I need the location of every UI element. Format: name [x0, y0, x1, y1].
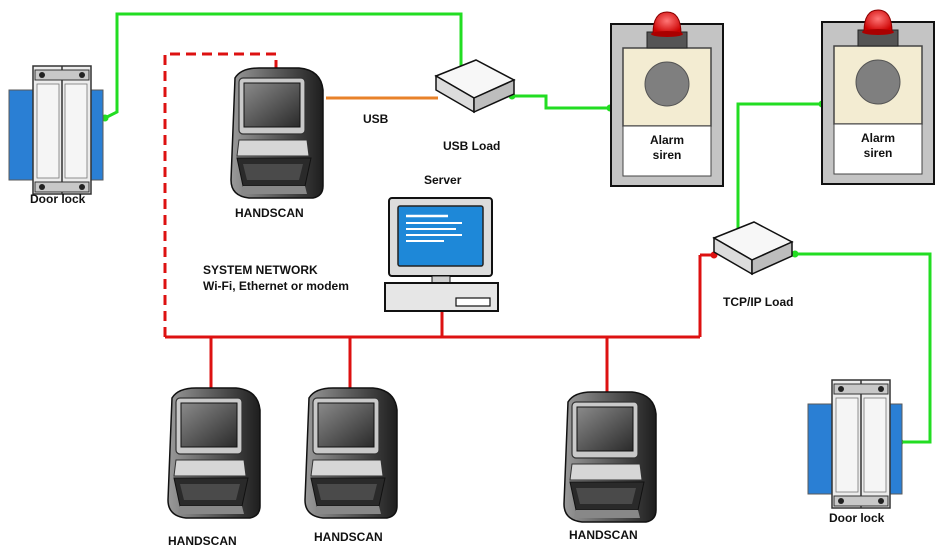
- handscan-top-icon: [230, 67, 324, 199]
- handscan-1-label: HANDSCAN: [168, 534, 237, 548]
- usb-label: USB: [363, 112, 389, 126]
- alarm-siren-2-line1: Alarm: [860, 131, 895, 145]
- handscan-2-label: HANDSCAN: [314, 530, 383, 544]
- network-label-line2: Wi-Fi, Ethernet or modem: [203, 279, 349, 293]
- tcpip-load-icon: [713, 221, 793, 275]
- wire-tcpip-siren: [736, 102, 822, 236]
- alarm-siren-1-line1: Alarm: [649, 133, 684, 147]
- alarm-siren-2-line2: siren: [863, 146, 893, 160]
- wire-doorlock-left: [104, 12, 463, 120]
- tcpip-load-label: TCP/IP Load: [723, 295, 794, 309]
- handscan-3-label: HANDSCAN: [569, 528, 638, 542]
- server-label: Server: [424, 173, 462, 187]
- network-wireless-link: [163, 52, 278, 337]
- handscan-1-icon: [167, 387, 261, 519]
- handscan-2-icon: [304, 387, 398, 519]
- wire-tcpip-doorlock: [795, 252, 932, 444]
- network-wiring: [163, 52, 714, 392]
- door-lock-left-label: Door lock: [30, 192, 86, 206]
- server-icon: [384, 197, 499, 312]
- control-wiring: [104, 12, 932, 444]
- alarm-siren-1-label: Alarm siren: [623, 133, 711, 163]
- alarm-siren-2-label: Alarm siren: [834, 131, 922, 161]
- alarm-siren-1-line2: siren: [652, 148, 682, 162]
- door-lock-right-icon: [807, 379, 903, 509]
- handscan-3-icon: [563, 391, 657, 523]
- wire-node: [791, 250, 799, 258]
- usb-load-label: USB Load: [443, 139, 501, 153]
- door-lock-left-icon: [8, 65, 104, 195]
- wire-usbload-siren: [512, 94, 610, 110]
- door-lock-right-label: Door lock: [829, 511, 885, 525]
- network-label-line1: SYSTEM NETWORK: [203, 263, 318, 277]
- usb-load-icon: [435, 59, 515, 113]
- handscan-top-label: HANDSCAN: [235, 206, 304, 220]
